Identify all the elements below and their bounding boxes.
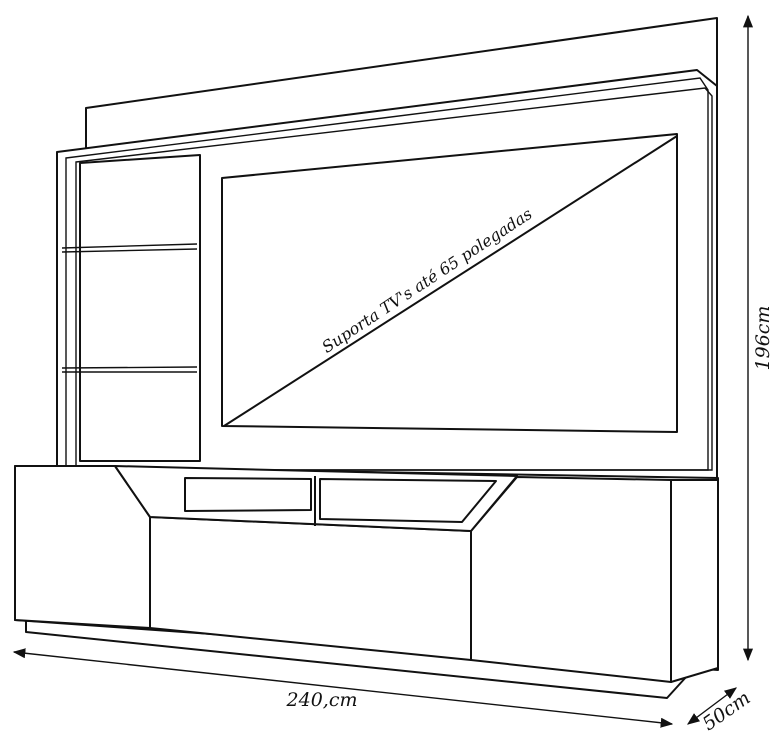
width-dimension: [12, 648, 674, 728]
height-label: 196cm: [752, 306, 774, 371]
width-label: 240,cm: [286, 689, 358, 711]
depth-label: 50cm: [699, 687, 755, 735]
glass-cabinet: [61, 154, 201, 462]
lower-rack: [14, 465, 719, 699]
tv-screen: [221, 133, 678, 433]
depth-dimension: [686, 687, 738, 725]
